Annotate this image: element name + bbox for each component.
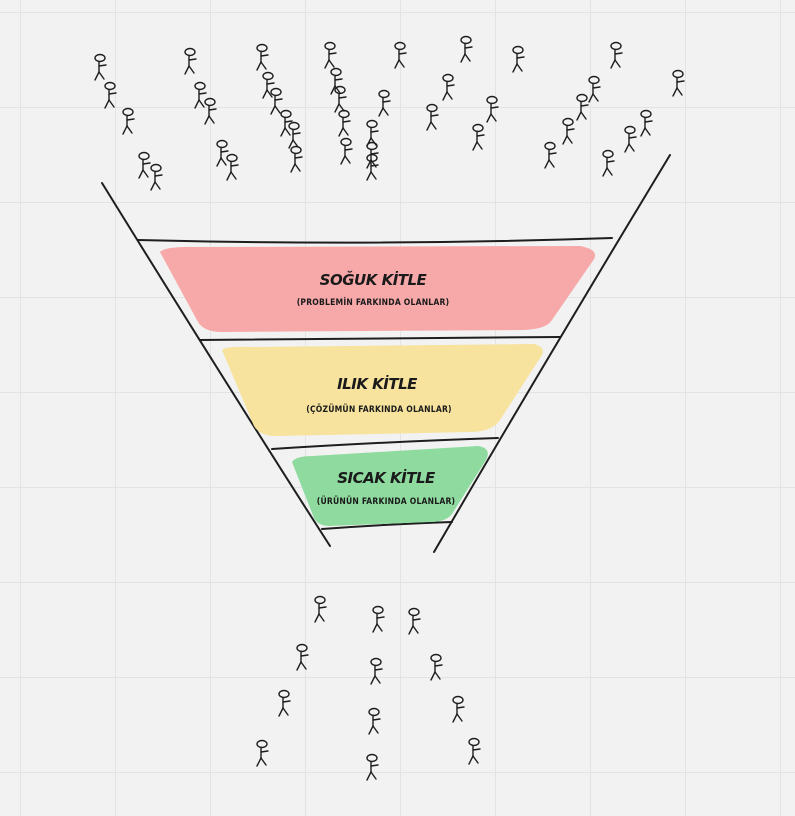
stage-band-cold xyxy=(160,246,596,332)
funnel-left-edge[interactable] xyxy=(101,182,331,547)
stick-figure-icon xyxy=(394,41,407,69)
stick-figure-icon xyxy=(372,605,385,633)
funnel-divider-1[interactable] xyxy=(199,336,561,341)
stick-figure-icon xyxy=(262,71,275,99)
stage-title: SICAK KİTLE xyxy=(337,468,436,487)
stick-figure-icon xyxy=(442,73,455,101)
funnel-divider-2[interactable] xyxy=(271,437,499,450)
stick-figure-icon xyxy=(370,657,383,685)
stick-figure-icon xyxy=(426,103,439,131)
stick-figure-icon xyxy=(640,109,653,137)
stick-figure-icon xyxy=(314,595,327,623)
stage-subtitle: (PROBLEMİN FARKINDA OLANLAR) xyxy=(297,297,450,308)
stick-figure-icon xyxy=(216,139,229,167)
stick-figure-icon xyxy=(562,117,575,145)
audience-crowd-top xyxy=(94,35,685,191)
audience-crowd-bottom xyxy=(256,595,481,781)
stage-subtitle: (ÇÖZÜMÜN FARKINDA OLANLAR) xyxy=(306,404,451,415)
stick-figure-icon xyxy=(486,95,499,123)
stick-figure-icon xyxy=(270,87,283,115)
stick-figure-icon xyxy=(366,153,379,181)
stick-figure-icon xyxy=(602,149,615,177)
stick-figure-icon xyxy=(340,137,353,165)
stick-figure-icon xyxy=(672,69,685,97)
funnel-bottom-line[interactable] xyxy=(321,521,453,530)
stick-figure-icon xyxy=(472,123,485,151)
stick-figure-icon xyxy=(324,41,337,69)
funnel-right-edge[interactable] xyxy=(433,154,671,553)
stick-figure-icon xyxy=(588,75,601,103)
stage-hot-audience[interactable]: SICAK KİTLE (ÜRÜNÜN FARKINDA OLANLAR) xyxy=(292,446,488,526)
stick-figure-icon xyxy=(104,81,117,109)
stage-cold-audience[interactable]: SOĞUK KİTLE (PROBLEMİN FARKINDA OLANLAR) xyxy=(160,246,596,332)
stick-figure-icon xyxy=(468,737,481,765)
stick-figure-icon xyxy=(408,607,421,635)
stick-figure-icon xyxy=(330,67,343,95)
stick-figure-icon xyxy=(430,653,443,681)
stick-figure-icon xyxy=(194,81,207,109)
stick-figure-icon xyxy=(576,93,589,121)
stick-figure-icon xyxy=(288,121,301,149)
stick-figure-icon xyxy=(94,53,107,81)
stick-figure-icon xyxy=(256,43,269,71)
stick-figure-icon xyxy=(460,35,473,63)
stick-figure-icon xyxy=(184,47,197,75)
stick-figure-icon xyxy=(296,643,309,671)
funnel-top-line[interactable] xyxy=(137,237,613,244)
stage-warm-audience[interactable]: ILIK KİTLE (ÇÖZÜMÜN FARKINDA OLANLAR) xyxy=(222,344,543,436)
stick-figure-icon xyxy=(280,109,293,137)
stick-figure-icon xyxy=(256,739,269,767)
stick-figure-icon xyxy=(366,753,379,781)
stick-figure-icon xyxy=(278,689,291,717)
stick-figure-icon xyxy=(610,41,623,69)
stage-title: ILIK KİTLE xyxy=(337,374,418,393)
stage-band-hot xyxy=(292,446,488,526)
stick-figure-icon xyxy=(624,125,637,153)
stage-band-warm xyxy=(222,344,543,436)
stage-subtitle: (ÜRÜNÜN FARKINDA OLANLAR) xyxy=(317,496,456,507)
stick-figure-icon xyxy=(338,109,351,137)
stick-figure-icon xyxy=(378,89,391,117)
stage-title: SOĞUK KİTLE xyxy=(320,270,428,289)
stick-figure-icon xyxy=(290,145,303,173)
stick-figure-icon xyxy=(334,85,347,113)
stick-figure-icon xyxy=(204,97,217,125)
stick-figure-icon xyxy=(226,153,239,181)
stick-figure-icon xyxy=(150,163,163,191)
stick-figure-icon xyxy=(452,695,465,723)
stick-figure-icon xyxy=(544,141,557,169)
stick-figure-icon xyxy=(512,45,525,73)
stick-figure-icon xyxy=(138,151,151,179)
stick-figure-icon xyxy=(122,107,135,135)
stick-figure-icon xyxy=(368,707,381,735)
